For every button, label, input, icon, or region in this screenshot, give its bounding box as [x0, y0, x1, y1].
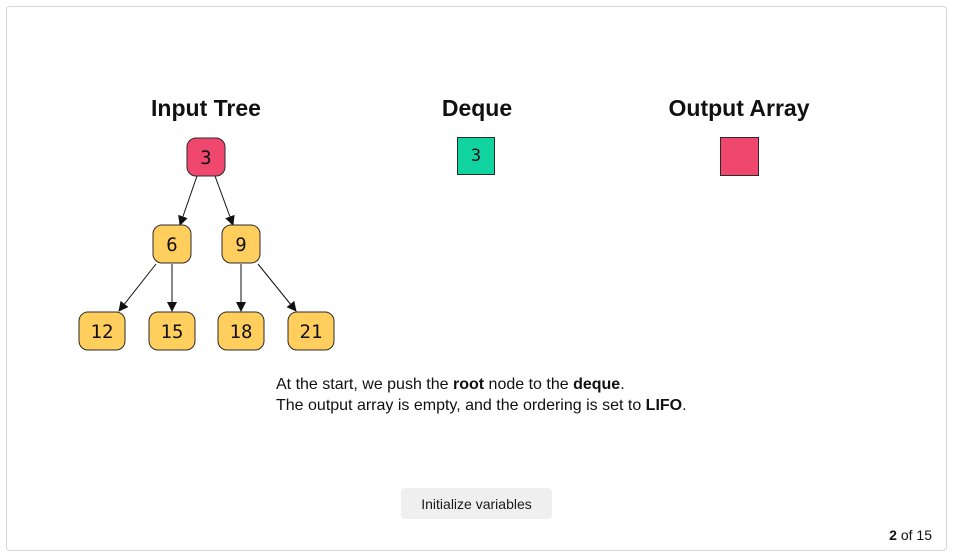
description-text: .	[682, 397, 687, 414]
description-text: node to the	[484, 376, 574, 393]
deque-title: Deque	[441, 95, 513, 121]
tree-node-label: 21	[300, 321, 323, 343]
description-line-2: The output array is empty, and the order…	[276, 395, 796, 416]
description-emphasis: deque	[573, 376, 621, 393]
tree-node-box	[221, 224, 261, 264]
slide-card	[6, 6, 947, 551]
tree-edge	[178, 175, 198, 226]
tree-node-root-label: 3	[200, 147, 211, 169]
tree-node-label: 18	[230, 321, 253, 343]
tree-node-box	[78, 311, 126, 351]
description-emphasis: LIFO	[645, 397, 683, 414]
step-description: At the start, we push the root node to t…	[276, 374, 796, 416]
step-counter: 2 of 15	[889, 527, 932, 543]
deque-item: 3	[457, 137, 495, 175]
tree-node: 12	[78, 311, 126, 351]
output-array-title: Output Array	[668, 95, 810, 121]
tree-edge	[257, 263, 297, 312]
description-text: At the start, we push the	[276, 376, 453, 393]
tree-node-box	[217, 311, 265, 351]
tree-node: 6	[152, 224, 192, 264]
tree-node-root-box	[186, 137, 226, 177]
tree-node-box	[148, 311, 196, 351]
tree-node: 15	[148, 311, 196, 351]
tree-node-label: 15	[161, 321, 184, 343]
tree-node-label: 6	[166, 234, 177, 256]
tree-node-label: 12	[91, 321, 114, 343]
description-line-1: At the start, we push the root node to t…	[276, 374, 796, 395]
description-emphasis: root	[452, 376, 485, 393]
initialize-variables-button[interactable]: Initialize variables	[401, 488, 552, 519]
tree-edge	[214, 175, 235, 226]
tree-node-box	[152, 224, 192, 264]
description-text: .	[620, 376, 625, 393]
tree-edge	[118, 263, 157, 312]
output-array-empty-slot	[720, 137, 759, 176]
tree-node: 9	[221, 224, 261, 264]
tree-node: 18	[217, 311, 265, 351]
tree-node-root: 3	[186, 137, 226, 177]
tree-node-label: 9	[235, 234, 246, 256]
total-steps: 15	[916, 527, 932, 543]
description-text: The output array is empty, and the order…	[276, 397, 646, 414]
step-separator: of	[896, 527, 917, 543]
current-step: 2	[889, 527, 897, 543]
input-tree-title: Input Tree	[151, 95, 261, 121]
tree-node: 21	[287, 311, 335, 351]
tree-node-box	[287, 311, 335, 351]
